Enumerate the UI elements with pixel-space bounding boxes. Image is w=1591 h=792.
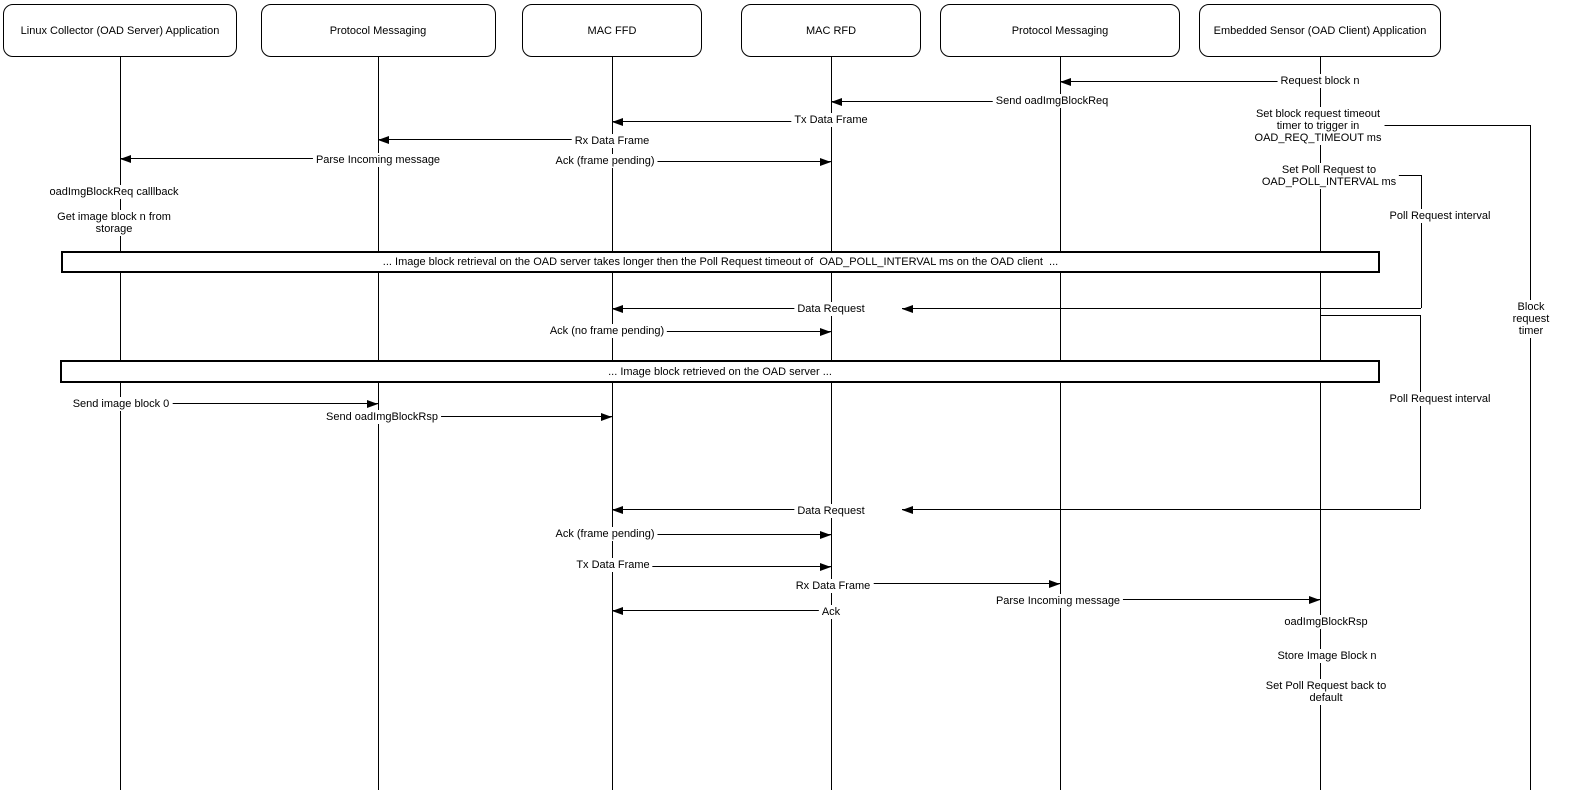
- actor-box: Protocol Messaging: [260, 4, 496, 57]
- message-line: [612, 509, 867, 510]
- lifeline: [1320, 57, 1321, 790]
- message-line: [1060, 81, 1320, 82]
- message-label: Send oadImgBlockReq: [992, 94, 1112, 108]
- arrow-head: [902, 305, 913, 313]
- message-line: [612, 161, 831, 162]
- message-line: [120, 158, 378, 159]
- actor-box: MAC FFD: [522, 4, 702, 57]
- message-label: Rx Data Frame: [792, 579, 874, 593]
- actor-box: Embedded Sensor (OAD Client) Application: [1199, 4, 1441, 57]
- lifeline: [612, 57, 613, 790]
- message-line: [612, 308, 867, 309]
- note-label: Block request timer: [1501, 300, 1561, 338]
- lifeline: [831, 57, 832, 790]
- note-box-label: ... Image block retrieval on the OAD ser…: [382, 256, 1059, 268]
- note-label: Poll Request interval: [1386, 209, 1494, 223]
- lifeline: [120, 57, 121, 790]
- note-label: Poll Request interval: [1386, 392, 1494, 406]
- note-label: oadImgBlockReq calllback: [46, 185, 182, 199]
- message-line: [902, 308, 1421, 309]
- actor-box: Linux Collector (OAD Server) Application: [3, 4, 237, 57]
- note-box-label: ... Image block retrieved on the OAD ser…: [608, 365, 832, 378]
- message-line: [378, 139, 612, 140]
- message-line: [612, 534, 831, 535]
- arrow-head: [601, 413, 612, 421]
- message-line: [612, 331, 831, 332]
- message-label: Send image block 0: [69, 397, 173, 411]
- note-label: Set Poll Request back to default: [1262, 679, 1390, 705]
- arrow-head: [1060, 78, 1071, 86]
- actor-label: Protocol Messaging: [1011, 24, 1109, 37]
- arrow-head: [831, 98, 842, 106]
- arrow-head: [378, 136, 389, 144]
- actor-label: Linux Collector (OAD Server) Application: [20, 24, 220, 37]
- timer-bracket-line: [1320, 125, 1530, 126]
- message-line: [831, 101, 1060, 102]
- note-label: Get image block n from storage: [54, 210, 174, 236]
- note-label: oadImgBlockRsp: [1281, 615, 1371, 629]
- message-label: Data Request: [794, 302, 868, 316]
- arrow-head: [820, 531, 831, 539]
- message-label: Request block n: [1277, 74, 1363, 88]
- arrow-head: [612, 607, 623, 615]
- arrow-head: [612, 118, 623, 126]
- message-label: Tx Data Frame: [573, 558, 653, 572]
- message-line: [612, 610, 831, 611]
- message-line: [902, 509, 1420, 510]
- message-label: Ack (frame pending): [552, 527, 658, 541]
- arrow-head: [120, 155, 131, 163]
- message-label: Data Request: [794, 504, 868, 518]
- arrow-head: [1309, 596, 1320, 604]
- message-line: [378, 416, 612, 417]
- actor-box: Protocol Messaging: [940, 4, 1180, 57]
- message-line: [1060, 599, 1320, 600]
- message-label: Ack (no frame pending): [546, 324, 668, 338]
- arrow-head: [367, 400, 378, 408]
- actor-label: Embedded Sensor (OAD Client) Application: [1213, 24, 1427, 37]
- arrow-head: [820, 158, 831, 166]
- message-line: [831, 583, 1060, 584]
- message-label: Ack (frame pending): [552, 154, 658, 168]
- timer-bracket-line: [1320, 315, 1420, 316]
- arrow-head: [612, 506, 623, 514]
- message-label: Parse Incoming message: [312, 153, 444, 167]
- timer-bracket-line: [1530, 125, 1531, 790]
- message-line: [120, 403, 378, 404]
- note-label: Set block request timeout timer to trigg…: [1251, 107, 1385, 145]
- message-label: Ack: [818, 605, 844, 619]
- message-label: Parse Incoming message: [992, 594, 1124, 608]
- actor-label: MAC RFD: [805, 24, 857, 37]
- arrow-head: [902, 506, 913, 514]
- note-box: ... Image block retrieved on the OAD ser…: [60, 360, 1380, 383]
- arrow-head: [820, 563, 831, 571]
- timer-bracket-line: [1421, 175, 1422, 308]
- arrow-head: [612, 305, 623, 313]
- message-line: [612, 566, 831, 567]
- actor-label: MAC FFD: [587, 24, 637, 37]
- message-label: Tx Data Frame: [791, 113, 871, 127]
- message-label: Rx Data Frame: [571, 134, 653, 148]
- note-box: ... Image block retrieval on the OAD ser…: [61, 251, 1380, 273]
- note-label: Store Image Block n: [1274, 649, 1380, 663]
- note-label: Set Poll Request to OAD_POLL_INTERVAL ms: [1258, 163, 1400, 189]
- lifeline: [1060, 57, 1061, 790]
- arrow-head: [1049, 580, 1060, 588]
- arrow-head: [820, 328, 831, 336]
- timer-bracket-line: [1420, 315, 1421, 509]
- actor-label: Protocol Messaging: [329, 24, 427, 37]
- message-line: [612, 121, 831, 122]
- actor-box: MAC RFD: [741, 4, 921, 57]
- message-label: Send oadImgBlockRsp: [323, 410, 441, 424]
